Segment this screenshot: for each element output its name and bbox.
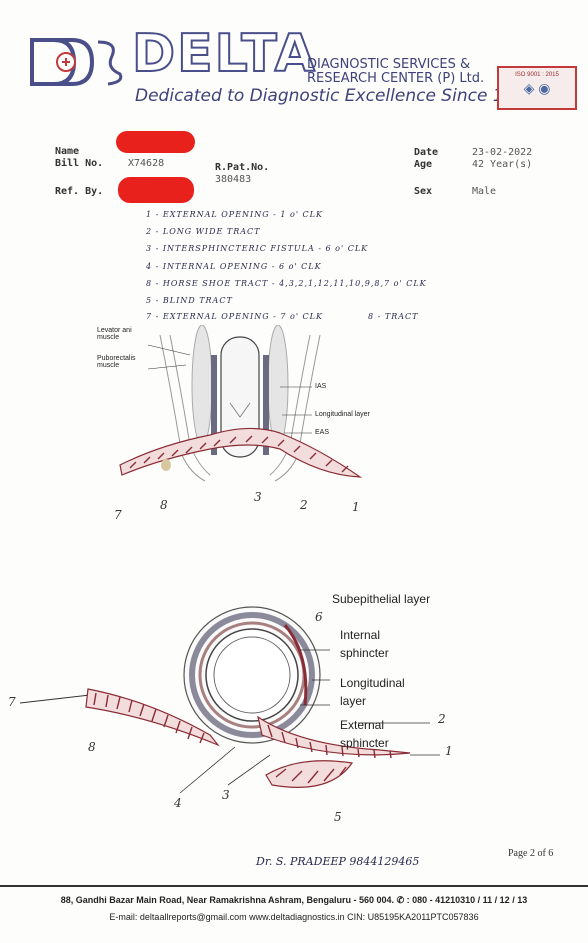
tract-number: 2 (438, 712, 446, 726)
tract-number: 8 (88, 740, 96, 754)
note-line: 8 - TRACT (368, 312, 418, 321)
tract-number: 8 (160, 498, 168, 512)
certification-icon: ◈ ◉ (499, 80, 575, 97)
external-sphincter-label-2: sphincter (340, 736, 389, 750)
iso-badge-text: ISO 9001 : 2015 (499, 72, 575, 78)
tract-number: 1 (352, 500, 360, 514)
note-line: 4 - INTERNAL OPENING - 6 o' CLK (146, 262, 322, 271)
date-value: 23-02-2022 (472, 147, 532, 158)
tract-number: 7 (8, 695, 16, 709)
doctor-signature: Dr. S. PRADEEP 9844129465 (256, 855, 419, 868)
note-line: 1 - EXTERNAL OPENING - 1 o' CLK (146, 210, 323, 219)
subepithelial-label: Subepithelial layer (332, 592, 430, 606)
ref-label: Ref. By. (55, 186, 103, 197)
longitudinal-label: Longitudinal layer (315, 411, 370, 418)
tagline: Dedicated to Diagnostic Excellence Since… (135, 86, 541, 106)
note-line: 7 - EXTERNAL OPENING - 7 o' CLK (146, 312, 323, 321)
brand-subtitle-1: DIAGNOSTIC SERVICES & (307, 58, 470, 72)
redaction-mark (118, 177, 194, 203)
bill-value: X74628 (128, 158, 164, 169)
cross-section-diagram (0, 585, 470, 830)
tract-number: 3 (222, 788, 230, 802)
name-label: Name (55, 146, 79, 157)
tract-number: 4 (174, 796, 182, 810)
footer-address: 88, Gandhi Bazar Main Road, Near Ramakri… (0, 895, 588, 906)
age-label: Age (414, 159, 432, 170)
delta-logo-icon (28, 34, 128, 90)
bill-label: Bill No. (55, 158, 103, 169)
iso-badge: ISO 9001 : 2015 ◈ ◉ (497, 66, 577, 110)
date-label: Date (414, 147, 438, 158)
longitudinal-layer-label: Longitudinal (340, 676, 405, 690)
footer: 88, Gandhi Bazar Main Road, Near Ramakri… (0, 885, 588, 922)
puborectalis-label: Puborectalis muscle (97, 355, 152, 369)
page-number: Page 2 of 6 (508, 848, 553, 859)
tract-number: 6 (315, 610, 323, 624)
rpat-label: R.Pat.No. (215, 162, 269, 173)
tract-number: 1 (445, 744, 453, 758)
external-sphincter-label: External (340, 718, 384, 732)
brand-subtitle-2: RESEARCH CENTER (P) Ltd. (307, 72, 484, 86)
tract-number: 7 (114, 508, 122, 522)
note-line: 8 - HORSE SHOE TRACT - 4,3,2,1,12,11,10,… (146, 279, 427, 288)
sex-value: Male (472, 186, 496, 197)
tract-number: 5 (334, 810, 342, 824)
internal-sphincter-label-2: sphincter (340, 646, 389, 660)
internal-sphincter-label: Internal (340, 628, 380, 642)
footer-contact: E-mail: deltaallreports@gmail.com www.de… (0, 912, 588, 922)
tract-number: 2 (300, 498, 308, 512)
levator-ani-label: Levator ani muscle (97, 327, 152, 341)
age-value: 42 Year(s) (472, 159, 532, 170)
note-line: 2 - LONG WIDE TRACT (146, 227, 260, 236)
note-line: 3 - INTERSPHINCTERIC FISTULA - 6 o' CLK (146, 244, 368, 253)
eas-label: EAS (315, 429, 329, 436)
ias-label: IAS (315, 383, 326, 390)
tract-number: 3 (254, 490, 262, 504)
longitudinal-layer-label-2: layer (340, 694, 366, 708)
note-line: 5 - BLIND TRACT (146, 296, 233, 305)
rpat-value: 380483 (215, 174, 251, 185)
redaction-mark (116, 131, 195, 153)
brand-name: DELTA (132, 28, 317, 80)
sex-label: Sex (414, 186, 432, 197)
